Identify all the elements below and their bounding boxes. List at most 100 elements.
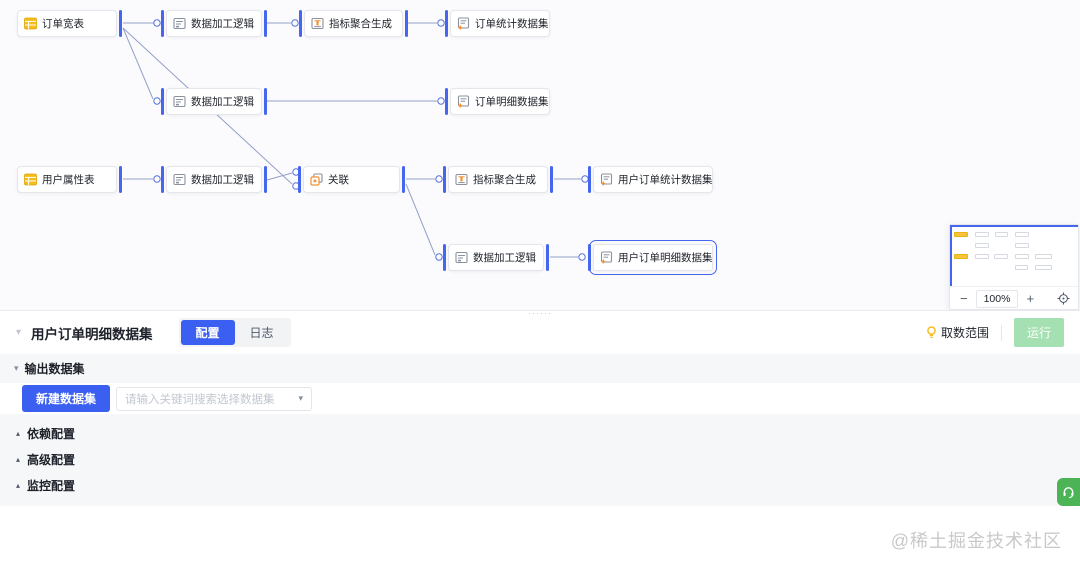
input-port <box>161 88 164 115</box>
new-dataset-button[interactable]: 新建数据集 <box>22 385 111 412</box>
dag-canvas[interactable]: 订单宽表数据加工逻辑指标聚合生成订单统计数据集数据加工逻辑订单明细数据集用户属性… <box>0 0 1080 310</box>
caret-up-icon: ▴ <box>16 480 21 490</box>
input-port <box>161 166 164 193</box>
node-metric-aggregate-1[interactable]: 指标聚合生成 <box>304 10 403 37</box>
caret-up-icon: ▴ <box>16 428 21 438</box>
dataset-icon <box>600 251 613 264</box>
node-user-order-detail-dataset[interactable]: 用户订单明细数据集 <box>589 240 717 275</box>
output-dataset-section-body: 新建数据集 请输入关键词搜索选择数据集 ▾ <box>0 383 1080 414</box>
tab-config[interactable]: 配置 <box>180 320 235 345</box>
panel-title: 用户订单明细数据集 <box>31 326 153 342</box>
node-order-stats-dataset[interactable]: 订单统计数据集 <box>450 10 550 37</box>
section-monitor-config[interactable]: ▴ 监控配置 <box>0 472 1080 498</box>
minimap-viewport <box>950 225 1078 286</box>
node-label: 指标聚合生成 <box>473 174 536 186</box>
node-user-order-stats-dataset[interactable]: 用户订单统计数据集 <box>593 166 713 193</box>
input-port <box>443 244 446 271</box>
table-icon <box>24 173 37 186</box>
output-port <box>264 88 267 115</box>
node-data-process-3[interactable]: 数据加工逻辑 <box>166 166 262 193</box>
output-section-title: 输出数据集 <box>24 362 85 376</box>
tab-log[interactable]: 日志 <box>235 320 289 345</box>
input-port <box>588 244 591 271</box>
node-metric-aggregate-2[interactable]: 指标聚合生成 <box>448 166 548 193</box>
node-join[interactable]: 关联 <box>303 166 400 193</box>
output-port <box>550 166 553 193</box>
node-label: 订单明细数据集 <box>475 96 549 108</box>
tab-group: 配置 日志 <box>178 318 291 347</box>
zoom-in-button[interactable]: + <box>1026 291 1035 306</box>
metric-icon <box>455 173 468 186</box>
node-label: 用户订单统计数据集 <box>618 174 713 186</box>
input-port <box>445 88 448 115</box>
caret-up-icon: ▴ <box>16 454 21 464</box>
lightbulb-icon <box>926 326 937 339</box>
join-icon <box>310 173 323 186</box>
section-advanced-config[interactable]: ▴ 高级配置 <box>0 446 1080 472</box>
input-port <box>298 166 301 193</box>
output-port <box>402 166 405 193</box>
output-port <box>119 166 122 193</box>
process-icon <box>173 95 186 108</box>
panel-header-right: 取数范围 运行 <box>926 318 1064 347</box>
metric-icon <box>311 17 324 30</box>
output-port <box>119 10 122 37</box>
zoom-out-button[interactable]: − <box>960 291 968 306</box>
process-icon <box>455 251 468 264</box>
customer-service-button[interactable] <box>1057 478 1080 506</box>
node-data-process-1[interactable]: 数据加工逻辑 <box>166 10 262 37</box>
input-port <box>445 10 448 37</box>
minimap: − 100% + <box>949 224 1079 310</box>
minimap-node <box>1014 254 1029 260</box>
input-port <box>443 166 446 193</box>
minimap-node <box>1035 254 1052 260</box>
minimap-node <box>975 232 989 238</box>
node-label: 数据加工逻辑 <box>191 96 254 108</box>
minimap-node <box>994 232 1009 238</box>
collapsed-sections: ▴ 依赖配置 ▴ 高级配置 ▴ 监控配置 <box>0 414 1080 506</box>
output-dataset-section-header[interactable]: ▾ 输出数据集 <box>0 354 1080 383</box>
minimap-node <box>975 243 989 249</box>
output-port <box>546 244 549 271</box>
panel-collapse-icon[interactable]: ▾ <box>16 327 22 338</box>
node-order-wide-table[interactable]: 订单宽表 <box>17 10 117 37</box>
node-label: 订单统计数据集 <box>475 18 549 30</box>
watermark: @稀土掘金技术社区 <box>890 531 1062 551</box>
output-port <box>264 166 267 193</box>
dataset-icon <box>457 95 470 108</box>
locate-icon[interactable] <box>1057 292 1070 305</box>
dataset-icon <box>457 17 470 30</box>
node-data-process-2[interactable]: 数据加工逻辑 <box>166 88 262 115</box>
minimap-node <box>1015 232 1029 238</box>
minimap-node <box>954 232 969 238</box>
process-icon <box>173 173 186 186</box>
input-port <box>161 10 164 37</box>
node-label: 数据加工逻辑 <box>473 252 536 264</box>
minimap-node <box>1015 243 1029 249</box>
config-panel: ······ ▾ 用户订单明细数据集 配置 日志 取数范围 运行 ▾ 输出数据集… <box>0 308 1080 506</box>
node-label: 指标聚合生成 <box>329 18 392 30</box>
output-port <box>264 10 267 37</box>
caret-down-icon: ▾ <box>14 363 19 373</box>
node-label: 用户属性表 <box>42 174 95 186</box>
fetch-range-button[interactable]: 取数范围 <box>940 326 989 340</box>
run-button[interactable]: 运行 <box>1013 318 1064 347</box>
dataset-icon <box>600 173 613 186</box>
section-label: 依赖配置 <box>27 426 76 441</box>
minimap-view[interactable] <box>950 225 1078 287</box>
minimap-node <box>975 254 989 260</box>
node-data-process-4[interactable]: 数据加工逻辑 <box>448 244 544 271</box>
panel-drag-handle[interactable]: ······ <box>528 308 552 318</box>
process-icon <box>173 17 186 30</box>
node-label: 关联 <box>328 174 349 186</box>
chevron-down-icon: ▾ <box>298 393 304 403</box>
node-order-detail-dataset[interactable]: 订单明细数据集 <box>450 88 550 115</box>
dataset-select[interactable]: 请输入关键词搜索选择数据集 ▾ <box>116 386 313 411</box>
node-label: 用户订单明细数据集 <box>618 252 713 264</box>
node-user-attr-table[interactable]: 用户属性表 <box>17 166 117 193</box>
minimap-node <box>1035 265 1052 271</box>
section-dependency-config[interactable]: ▴ 依赖配置 <box>0 420 1080 446</box>
dataset-select-placeholder: 请输入关键词搜索选择数据集 <box>125 393 275 406</box>
input-port <box>299 10 302 37</box>
minimap-node <box>1014 265 1029 271</box>
